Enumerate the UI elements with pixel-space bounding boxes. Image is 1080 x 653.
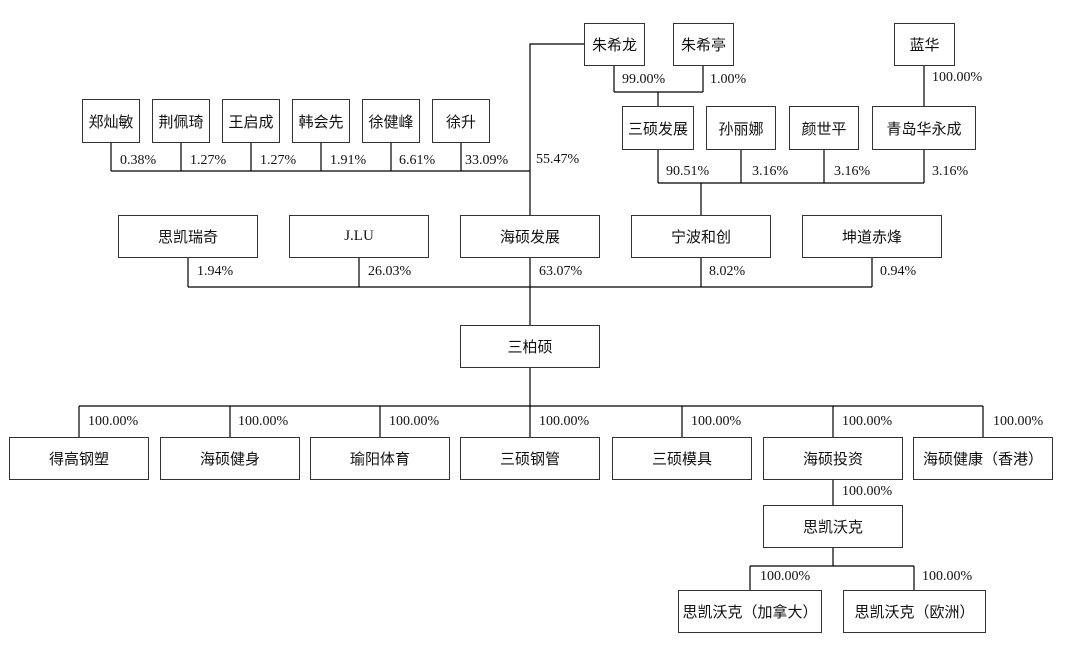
entity-yan-shiping: 颜世平 xyxy=(789,106,859,150)
entity-zhu-xiting: 朱希亭 xyxy=(673,23,734,66)
stake-label-zhuxilong-sanshuo-fazhan: 99.00% xyxy=(622,72,666,87)
stake-label-touzi-sikaiwoke: 100.00% xyxy=(842,484,893,499)
stake-label-sanshuo-fazhan-ningbo: 90.51% xyxy=(666,164,710,179)
entity-haishuo-jianshen: 海硕健身 xyxy=(160,437,300,480)
stake-label-zhuxiting-sanshuo-fazhan: 1.00% xyxy=(710,72,747,87)
entity-han-huixian: 韩会先 xyxy=(292,99,350,143)
stake-label-ningbo-sanbaishuo: 8.02% xyxy=(709,264,746,279)
entity-sikaiwoke: 思凯沃克 xyxy=(763,505,903,548)
entity-haishuo-touzi: 海硕投资 xyxy=(763,437,903,480)
entity-zheng-canmin: 郑灿敏 xyxy=(82,99,140,143)
stake-label-sanbaishuo-haishuo-touzi: 100.00% xyxy=(842,414,893,429)
entity-xu-sheng: 徐升 xyxy=(432,99,490,143)
stake-label-sanbaishuo-sanshuo-muju: 100.00% xyxy=(691,414,742,429)
stake-label-haishuo-fazhan-sanbaishuo: 63.07% xyxy=(539,264,583,279)
stake-label-sanbaishuo-degao: 100.00% xyxy=(88,414,139,429)
stake-label-zhuxilong-haishuo-fazhan: 55.47% xyxy=(536,152,580,167)
entity-qingdao-huayongcheng: 青岛华永成 xyxy=(872,106,976,150)
entity-xu-jianfeng: 徐健峰 xyxy=(362,99,420,143)
entity-haishuo-jiankang-hk: 海硕健康（香港） xyxy=(913,437,1053,480)
entity-ningbo-hechuang: 宁波和创 xyxy=(631,215,771,258)
stake-label-kundao-sanbaishuo: 0.94% xyxy=(880,264,917,279)
stake-label-sunlina-ningbo: 3.16% xyxy=(752,164,789,179)
stake-label-jingpeiqi: 1.27% xyxy=(190,153,227,168)
entity-degao-gangsu: 得高钢塑 xyxy=(9,437,149,480)
stake-label-sanbaishuo-sanshuo-gangguan: 100.00% xyxy=(539,414,590,429)
stake-label-wangqicheng: 1.27% xyxy=(260,153,297,168)
entity-haishuo-fazhan: 海硕发展 xyxy=(460,215,600,258)
entity-sanshuo-muju: 三硕模具 xyxy=(612,437,752,480)
stake-label-sanbaishuo-haishuo-jianshen: 100.00% xyxy=(238,414,289,429)
entity-kundao-chifeng: 坤道赤烽 xyxy=(802,215,942,258)
stake-label-xujianfeng: 6.61% xyxy=(399,153,436,168)
entity-wang-qicheng: 王启成 xyxy=(222,99,280,143)
stake-label-sikairuiqi-sanbaishuo: 1.94% xyxy=(197,264,234,279)
entity-yuyang-tiyu: 瑜阳体育 xyxy=(310,437,450,480)
stake-label-sikaiwoke-europe: 100.00% xyxy=(922,569,973,584)
stake-label-lanhua-qingdao: 100.00% xyxy=(932,70,983,85)
connector-zhuxilong-haishuo-fazhan xyxy=(529,43,584,215)
stake-label-sanbaishuo-haishuo-jiankang: 100.00% xyxy=(993,414,1044,429)
entity-sanbaishuo: 三柏硕 xyxy=(460,325,600,368)
entity-zhu-xilong: 朱希龙 xyxy=(584,23,645,66)
stake-label-xusheng: 33.09% xyxy=(465,153,509,168)
entity-jlu: J.LU xyxy=(289,215,429,258)
entity-sikairuiqi: 思凯瑞奇 xyxy=(118,215,258,258)
entity-sikaiwoke-canada: 思凯沃克（加拿大） xyxy=(678,590,822,633)
entity-sanshuo-gangguan: 三硕钢管 xyxy=(460,437,600,480)
stake-label-hanhuixian: 1.91% xyxy=(330,153,367,168)
entity-sikaiwoke-europe: 思凯沃克（欧洲） xyxy=(843,590,986,633)
stake-label-zhengcanmin: 0.38% xyxy=(120,153,157,168)
stake-label-sanbaishuo-yuyang: 100.00% xyxy=(389,414,440,429)
stake-label-sikaiwoke-canada: 100.00% xyxy=(760,569,811,584)
entity-lan-hua: 蓝华 xyxy=(894,23,955,66)
stake-label-yanshiping-ningbo: 3.16% xyxy=(834,164,871,179)
entity-sun-lina: 孙丽娜 xyxy=(706,106,776,150)
stake-label-jlu-sanbaishuo: 26.03% xyxy=(368,264,412,279)
entity-jing-peiqi: 荆佩琦 xyxy=(152,99,210,143)
stake-label-qingdao-ningbo: 3.16% xyxy=(932,164,969,179)
entity-sanshuo-fazhan: 三硕发展 xyxy=(622,106,694,150)
